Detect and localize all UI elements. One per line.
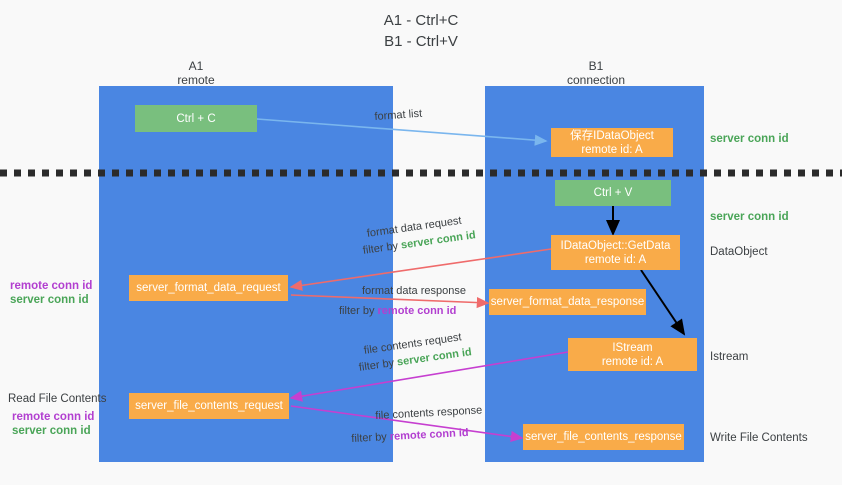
note-remote-conn-id-2: remote conn id (12, 411, 95, 423)
title-line-2: B1 - Ctrl+V (384, 33, 458, 50)
box-save-dataobject-line2: remote id: A (581, 143, 643, 156)
column-header-a1-sub: remote (177, 73, 215, 87)
box-server-file-contents-request[interactable]: server_file_contents_request (129, 393, 289, 419)
edge-label-fcresp-filter-value: remote conn id (389, 426, 469, 443)
box-istream[interactable]: IStream remote id: A (568, 338, 697, 371)
box-getdata-line1: IDataObject::GetData (560, 239, 671, 252)
column-header-b1-sub: connection (566, 73, 626, 87)
edge-label-fdreq-filter-prefix: filter by (362, 239, 402, 257)
box-server-format-data-response[interactable]: server_format_data_response (489, 289, 646, 315)
edge-label-format-data-response: format data response (362, 285, 466, 297)
box-istream-line1: IStream (612, 341, 653, 354)
edge-label-fcreq-filter-prefix: filter by (358, 356, 398, 374)
box-ctrl-v[interactable]: Ctrl + V (555, 180, 671, 206)
note-server-conn-id-1: server conn id (10, 294, 89, 306)
column-header-a1: A1 remote (156, 59, 236, 87)
box-idataobject-getdata[interactable]: IDataObject::GetData remote id: A (551, 235, 680, 270)
edge-label-format-data-response-filter: filter by remote conn id (339, 304, 456, 319)
note-server-conn-id-top: server conn id (710, 133, 789, 145)
box-server-format-data-request[interactable]: server_format_data_request (129, 275, 288, 301)
column-header-b1-name: B1 (588, 59, 604, 73)
note-write-file-contents: Write File Contents (710, 432, 808, 444)
title-line-1: A1 - Ctrl+C (383, 12, 459, 29)
column-header-b1: B1 connection (554, 59, 638, 87)
edge-label-fdresp-filter-prefix: filter by (339, 305, 378, 317)
edge-label-fdresp-filter-value: remote conn id (377, 305, 457, 317)
box-ctrl-c[interactable]: Ctrl + C (135, 105, 257, 132)
note-server-conn-id-2: server conn id (12, 425, 91, 437)
column-header-a1-name: A1 (188, 59, 204, 73)
box-getdata-line2: remote id: A (584, 253, 647, 266)
note-read-file-contents: Read File Contents (8, 393, 107, 405)
note-remote-conn-id-1: remote conn id (10, 280, 93, 292)
phase-divider (0, 169, 842, 177)
edge-label-format-list: format list (374, 107, 423, 123)
box-server-file-contents-response[interactable]: server_file_contents_response (523, 424, 684, 450)
edge-label-fcresp-filter-prefix: filter by (351, 430, 391, 445)
box-save-dataobject-line1: 保存IDataObject (570, 129, 654, 142)
box-save-dataobject[interactable]: 保存IDataObject remote id: A (551, 128, 673, 157)
note-server-conn-id-second: server conn id (710, 211, 789, 223)
diagram-title: A1 - Ctrl+C B1 - Ctrl+V (0, 10, 842, 52)
note-dataobject: DataObject (710, 246, 768, 258)
note-istream: Istream (710, 351, 749, 363)
box-istream-line2: remote id: A (601, 355, 664, 368)
